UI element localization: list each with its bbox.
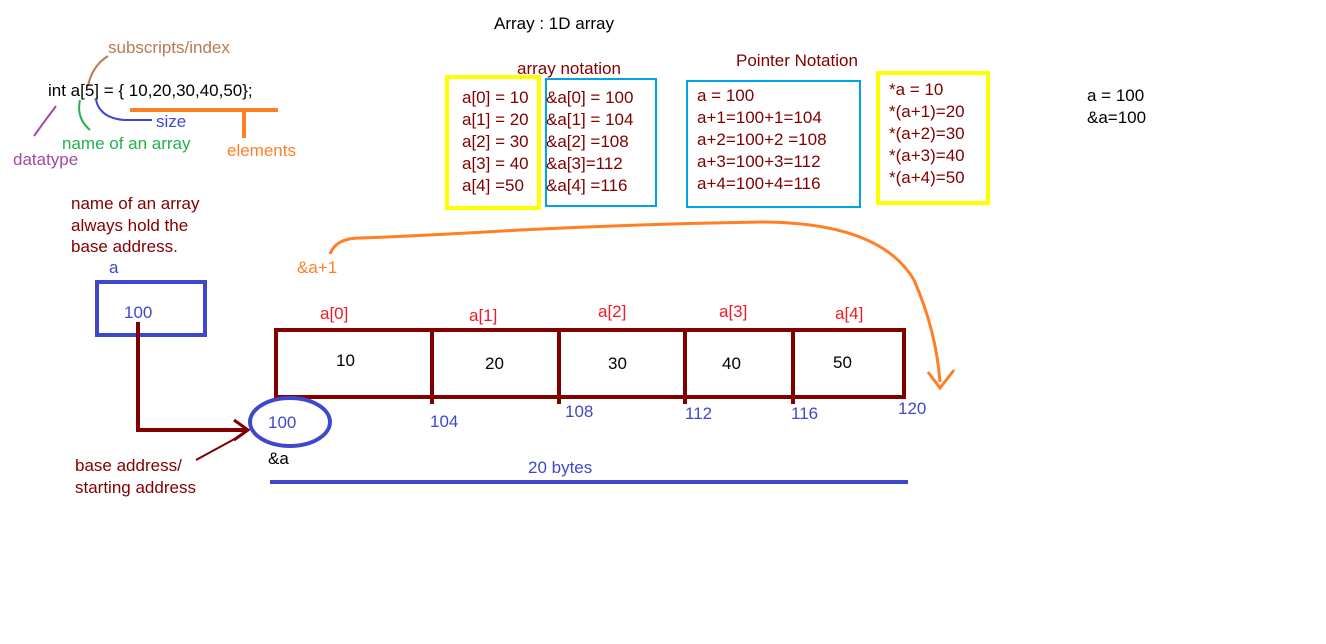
- base-label-arrow: [195, 435, 241, 461]
- size-label: size: [156, 112, 187, 131]
- pointer-variable-name: a: [109, 258, 119, 277]
- next-address-arrow: [328, 220, 942, 383]
- array-notation-heading: array notation: [517, 59, 621, 78]
- array-value-4: a[4] =50: [462, 176, 524, 195]
- cell-value-2: 30: [608, 354, 627, 373]
- index-label-3: a[3]: [719, 302, 748, 321]
- address-label-5: 120: [898, 399, 927, 418]
- cell-value-4: 50: [833, 353, 852, 372]
- cell-value-1: 20: [485, 354, 504, 373]
- array-address-2: &a[2] =108: [546, 132, 629, 151]
- array-address-1: &a[1] = 104: [546, 110, 634, 129]
- pointer-value-4: *(a+4)=50: [889, 168, 965, 187]
- next-address-label: &a+1: [297, 258, 338, 277]
- pointer-value-0: *a = 10: [889, 80, 944, 99]
- address-label-3: 112: [685, 404, 713, 423]
- bytes-label: 20 bytes: [528, 458, 593, 477]
- array-addresses-box: [545, 78, 657, 207]
- array-address-3: &a[3]=112: [546, 154, 623, 173]
- index-label-1: a[1]: [469, 306, 498, 325]
- name-of-array-label: name of an array: [62, 134, 191, 153]
- cell-value-3: 40: [722, 354, 741, 373]
- pointer-addresses-box: [686, 80, 861, 208]
- amp-a-label: &a: [268, 449, 289, 468]
- address-label-2: 108: [565, 402, 594, 421]
- index-label-0: a[0]: [320, 304, 349, 323]
- pointer-variable-value: 100: [124, 303, 153, 322]
- pointer-addresses-list: a = 100 a+1=100+1=104 a+2=100+2 =108 a+3…: [697, 85, 827, 195]
- pointer-values-list: *a = 10 *(a+1)=20 *(a+2)=30 *(a+3)=40 *(…: [889, 79, 965, 189]
- array-declaration: int a[5] = { 10,20,30,40,50};: [48, 81, 253, 100]
- array-values-box: [445, 75, 541, 210]
- datatype-pointer-line: [33, 105, 57, 137]
- size-pointer-line: [95, 99, 152, 121]
- memory-block: [274, 328, 906, 399]
- address-label-1: 104: [430, 412, 459, 431]
- pointer-address-3: a+3=100+3=112: [697, 152, 821, 171]
- subscripts-label: subscripts/index: [108, 38, 230, 57]
- array-value-1: a[1] = 20: [462, 110, 529, 129]
- base-address-arrow: [136, 322, 246, 432]
- array-values-list: a[0] = 10 a[1] = 20 a[2] = 30 a[3] = 40 …: [462, 87, 529, 197]
- array-address-4: &a[4] =116: [546, 176, 628, 195]
- name-pointer-line: [78, 99, 91, 131]
- address-label-0: 100: [268, 413, 297, 432]
- pointer-address-0: a = 100: [697, 86, 755, 105]
- page-title: Array : 1D array: [494, 14, 614, 33]
- array-addresses-list: &a[0] = 100 &a[1] = 104 &a[2] =108 &a[3]…: [546, 87, 633, 197]
- pointer-value-3: *(a+3)=40: [889, 146, 965, 165]
- summary-line-1: &a=100: [1087, 108, 1147, 127]
- array-value-0: a[0] = 10: [462, 88, 529, 107]
- address-label-4: 116: [791, 404, 819, 423]
- pointer-address-4: a+4=100+4=116: [697, 174, 821, 193]
- elements-bracket: [130, 108, 278, 138]
- pointer-values-box: [876, 71, 990, 205]
- array-value-3: a[3] = 40: [462, 154, 529, 173]
- next-address-arrowhead: [926, 369, 956, 391]
- pointer-notation-heading: Pointer Notation: [736, 51, 858, 70]
- array-value-2: a[2] = 30: [462, 132, 529, 151]
- pointer-variable-box: [95, 280, 207, 337]
- pointer-value-1: *(a+1)=20: [889, 102, 965, 121]
- index-label-4: a[4]: [835, 304, 864, 323]
- datatype-label: datatype: [13, 150, 79, 169]
- summary-line-0: a = 100: [1087, 86, 1145, 105]
- array-address-0: &a[0] = 100: [546, 88, 634, 107]
- cell-value-0: 10: [336, 351, 355, 370]
- elements-label: elements: [227, 141, 296, 160]
- subscripts-pointer-line: [87, 55, 109, 87]
- pointer-value-2: *(a+2)=30: [889, 124, 965, 143]
- base-address-ellipse: [248, 396, 332, 448]
- index-label-2: a[2]: [598, 302, 627, 321]
- pointer-address-1: a+1=100+1=104: [697, 108, 822, 127]
- base-address-note: name of an array always hold the base ad…: [71, 194, 200, 256]
- pointer-address-2: a+2=100+2 =108: [697, 130, 827, 149]
- base-address-label: base address/ starting address: [75, 456, 196, 497]
